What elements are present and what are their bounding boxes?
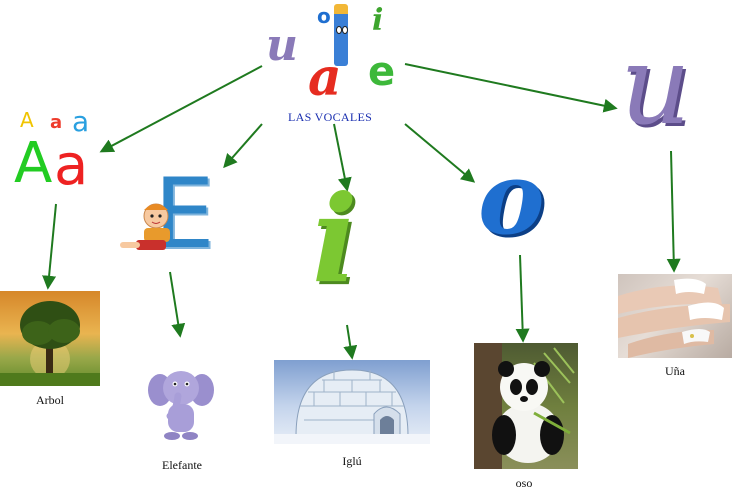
page-title: LAS VOCALES xyxy=(288,110,373,124)
caption-iglu: Iglú xyxy=(342,454,362,468)
vowel-a-small-2: a xyxy=(50,112,63,133)
vowel-o: o xyxy=(472,148,572,250)
arrow-a-arbol xyxy=(42,203,57,290)
vowel-u: u xyxy=(616,30,726,144)
arrow-to-i xyxy=(333,123,352,192)
caption-oso: oso xyxy=(515,476,533,490)
center-letter-a: a xyxy=(308,47,342,108)
vowel-e: E xyxy=(116,166,226,263)
center-letter-u: u xyxy=(266,20,298,71)
elephant-image xyxy=(148,360,214,442)
arrow-to-e xyxy=(223,123,263,169)
vowel-a-small-3: a xyxy=(72,105,90,138)
nails-image xyxy=(618,274,732,358)
vowel-o-glyph: o xyxy=(478,139,545,257)
igloo-image xyxy=(274,360,430,444)
vowel-u-glyph: u xyxy=(620,21,691,149)
caption-arbol: Arbol xyxy=(36,393,64,407)
pencil-character-icon xyxy=(334,4,348,66)
arrow-to-u xyxy=(404,63,618,113)
vowel-i: i xyxy=(308,180,398,310)
center-letter-i: i xyxy=(372,3,384,38)
caption-elefante: Elefante xyxy=(162,458,202,472)
vowel-a-small-1: A xyxy=(20,108,34,132)
child-figure xyxy=(120,203,170,250)
vowel-i-glyph: i xyxy=(312,169,358,310)
center-letter-o: o xyxy=(317,4,331,28)
arrow-u-una xyxy=(666,150,681,273)
vowel-a: A a a A a xyxy=(14,106,104,196)
center-vowels-logo: u o i a e xyxy=(262,2,407,108)
center-letter-e: e xyxy=(368,49,396,95)
arrow-e-elefante xyxy=(169,271,186,338)
panda-image xyxy=(474,343,578,469)
caption-una: Uña xyxy=(665,364,685,378)
vowel-a-big-a: a xyxy=(54,133,89,198)
arrow-o-oso xyxy=(515,254,530,343)
vowel-a-big-A: A xyxy=(14,131,53,196)
arrow-to-a xyxy=(99,65,263,153)
arrow-to-o xyxy=(404,123,476,183)
arrow-i-iglu xyxy=(343,324,358,360)
tree-image xyxy=(0,291,100,386)
